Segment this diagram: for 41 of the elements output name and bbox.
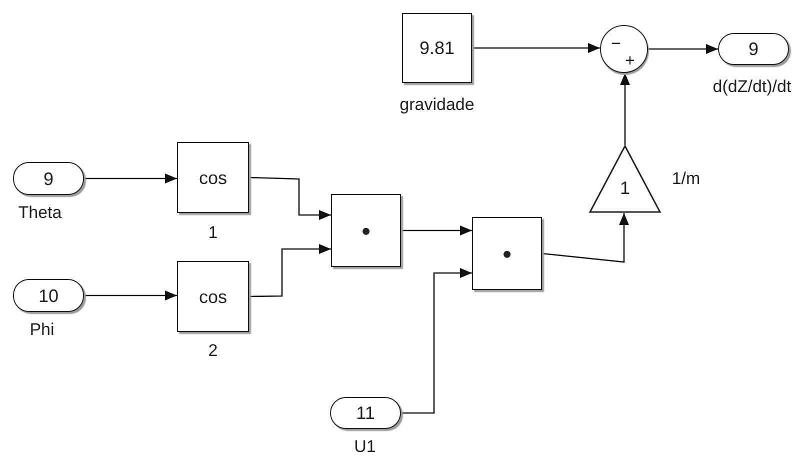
port-number: 10 (38, 286, 59, 304)
block-label: d(dZ/dt)/dt (712, 78, 792, 95)
signal-arrow (472, 43, 600, 53)
signal-arrow (248, 176, 331, 220)
signal-arrow (84, 174, 177, 184)
signal-arrow (620, 73, 630, 145)
signal-arrow (542, 213, 629, 263)
sum-circle (600, 25, 648, 73)
block-label: Phi (30, 321, 54, 338)
product-block (331, 194, 401, 267)
block-label: 2 (208, 342, 218, 359)
product-symbol: • (361, 218, 371, 244)
block-label: 1 (208, 224, 218, 241)
block-label: U1 (354, 438, 376, 455)
gain-triangle (589, 145, 661, 213)
block-label: gravidade (400, 96, 474, 113)
port-number: 11 (356, 404, 375, 422)
signal-arrow (401, 268, 472, 414)
signal-arrow (84, 290, 177, 300)
signal-arrow (401, 226, 472, 236)
input-port (330, 397, 401, 429)
function-name: cos (198, 288, 227, 306)
signal-arrow (249, 244, 331, 298)
sign-symbol: − (611, 35, 621, 52)
output-port (718, 33, 789, 65)
function-block (177, 142, 249, 213)
port-number: 9 (43, 170, 54, 188)
function-block (177, 261, 249, 332)
signal-arrow (648, 44, 718, 54)
constant-value: 9.81 (419, 39, 455, 57)
port-number: 9 (748, 40, 758, 58)
gain-value: 1 (620, 179, 630, 197)
input-port (13, 162, 84, 195)
block-label: Theta (18, 204, 62, 221)
product-block (472, 217, 542, 290)
input-port (13, 279, 84, 312)
product-symbol: • (502, 240, 512, 266)
block-label: 1/m (672, 170, 700, 187)
function-name: cos (198, 168, 227, 186)
sign-symbol: + (625, 52, 635, 69)
constant-block (402, 13, 472, 83)
